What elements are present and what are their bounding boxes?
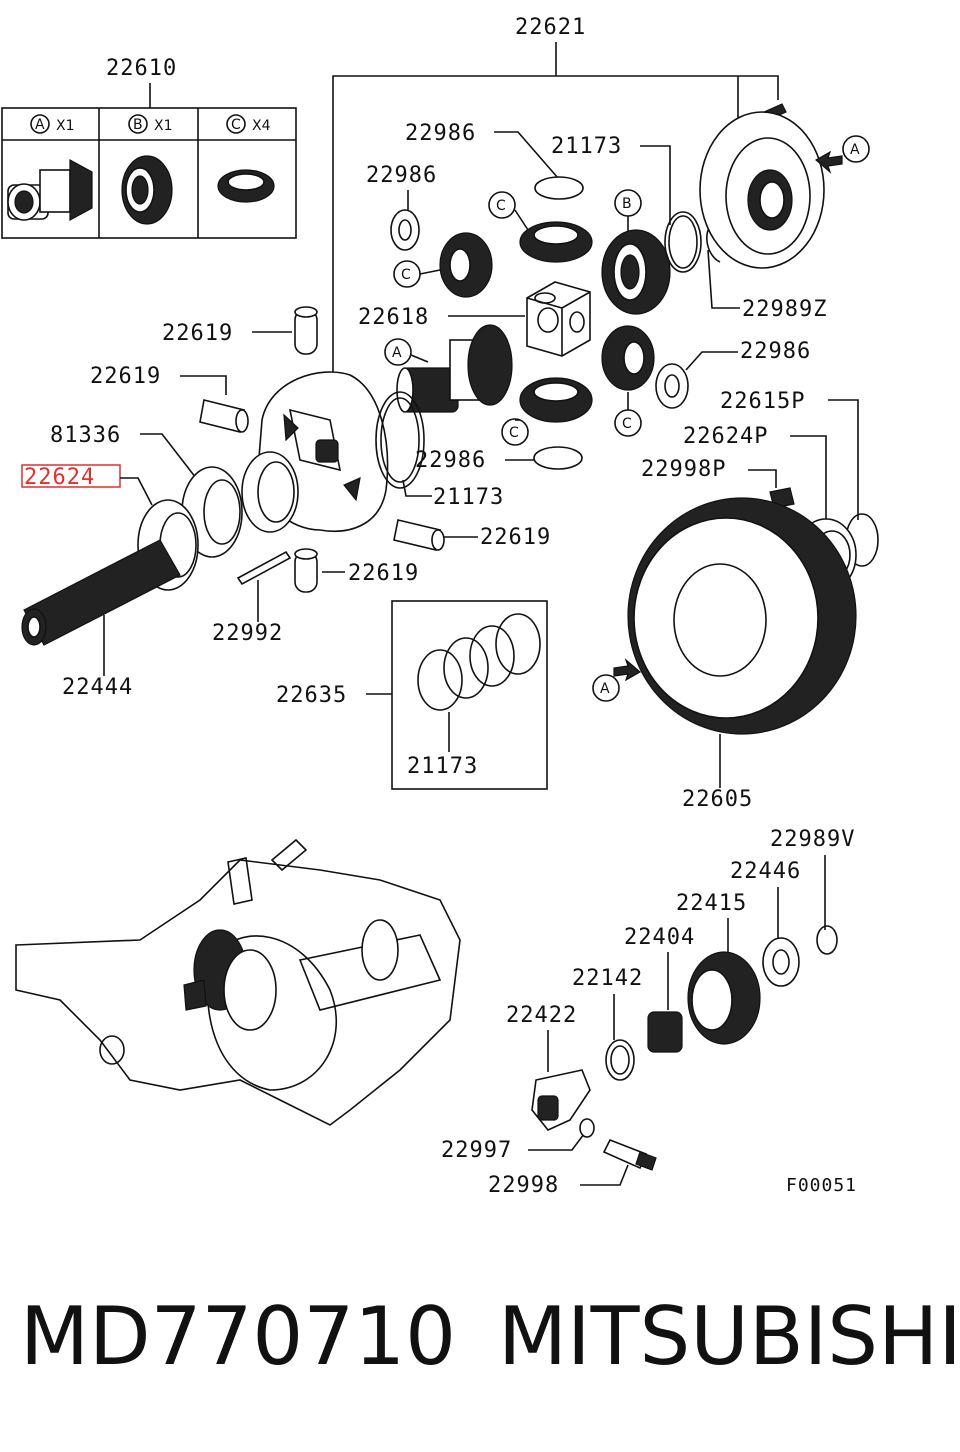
snap-ring-upper bbox=[664, 211, 702, 273]
thrust-washer bbox=[534, 176, 584, 200]
callout-22998[interactable]: 22998 bbox=[488, 1173, 559, 1198]
marker-b-1: B bbox=[622, 196, 632, 212]
kit-pinion-gear-c-icon bbox=[217, 169, 275, 203]
kit-c-qty: X4 bbox=[252, 118, 271, 134]
snap-ring-case bbox=[375, 391, 425, 489]
washer-22446 bbox=[762, 937, 800, 987]
callout-22986-d[interactable]: 22986 bbox=[415, 448, 486, 473]
pin-22992 bbox=[236, 550, 292, 586]
marker-c-1: C bbox=[401, 267, 411, 283]
callout-22444[interactable]: 22444 bbox=[62, 675, 133, 700]
kit-22635: 22635 21173 bbox=[276, 600, 548, 790]
callout-22605[interactable]: 22605 bbox=[682, 787, 753, 812]
kit-b-qty: X1 bbox=[154, 118, 173, 134]
callout-22618[interactable]: 22618 bbox=[358, 305, 429, 330]
marker-a-1: A bbox=[392, 345, 402, 361]
brand-name: MITSUBISHI bbox=[498, 1290, 960, 1383]
washer-right bbox=[655, 363, 689, 409]
marker-a-2: A bbox=[850, 142, 860, 158]
callout-22619-c[interactable]: 22619 bbox=[480, 525, 551, 550]
needle-bearing-22404 bbox=[647, 1011, 683, 1053]
callout-22992[interactable]: 22992 bbox=[212, 621, 283, 646]
callout-22986-b[interactable]: 22986 bbox=[366, 163, 437, 188]
callout-22142[interactable]: 22142 bbox=[572, 966, 643, 991]
callout-22422[interactable]: 22422 bbox=[506, 1003, 577, 1028]
snap-ring-22989V bbox=[816, 925, 838, 955]
kit-a-letter: A bbox=[35, 117, 45, 133]
callout-22615P[interactable]: 22615P bbox=[720, 389, 805, 414]
callout-22621[interactable]: 22621 bbox=[515, 15, 586, 40]
callout-22619-a[interactable]: 22619 bbox=[162, 321, 233, 346]
arrow-a-gear bbox=[613, 658, 642, 682]
differential-cover: A bbox=[699, 103, 870, 269]
kit-side-gear-a-icon bbox=[7, 158, 93, 222]
callout-22610[interactable]: 22610 bbox=[106, 56, 177, 81]
callout-21173-b[interactable]: 21173 bbox=[433, 485, 504, 510]
caption: MD770710 MITSUBISHI bbox=[0, 1290, 960, 1390]
callout-21173-a[interactable]: 21173 bbox=[551, 134, 622, 159]
marker-a-3: A bbox=[600, 681, 610, 697]
callout-22624[interactable]: 22624 bbox=[24, 465, 95, 490]
transaxle-assembly bbox=[15, 838, 461, 1126]
arrow-a-top bbox=[814, 150, 843, 174]
side-gear-a bbox=[467, 324, 513, 406]
marker-c-4: C bbox=[622, 416, 632, 432]
callout-22619-b[interactable]: 22619 bbox=[90, 364, 161, 389]
callout-22986-c[interactable]: 22986 bbox=[740, 339, 811, 364]
callout-81336[interactable]: 81336 bbox=[50, 423, 121, 448]
callout-22989V[interactable]: 22989V bbox=[770, 827, 855, 852]
callout-22986-a[interactable]: 22986 bbox=[405, 121, 476, 146]
highlight-box bbox=[21, 464, 121, 488]
kit-c-letter: C bbox=[231, 117, 241, 133]
callout-22415[interactable]: 22415 bbox=[676, 891, 747, 916]
ring-gear-group: 22615P 22624P 22998P 22605 A bbox=[592, 389, 879, 812]
kit-side-gear-b-icon bbox=[121, 155, 173, 225]
differential-internals: 22986 21173 22986 C C B 22989 bbox=[358, 121, 827, 473]
callout-22619-d[interactable]: 22619 bbox=[348, 561, 419, 586]
callout-22446[interactable]: 22446 bbox=[730, 859, 801, 884]
callout-22404[interactable]: 22404 bbox=[624, 925, 695, 950]
callout-22997[interactable]: 22997 bbox=[441, 1138, 512, 1163]
marker-c-3: C bbox=[509, 425, 519, 441]
idler-gear-group: 22989V 22446 22415 22404 22142 22422 229… bbox=[441, 827, 857, 1198]
thrust-washer-lower bbox=[533, 446, 583, 470]
callout-22624P[interactable]: 22624P bbox=[683, 424, 768, 449]
drive-shaft-22444 bbox=[23, 539, 181, 646]
callout-21173-c[interactable]: 21173 bbox=[407, 754, 478, 779]
differential-case-group: 22619 22619 81336 21173 22624 bbox=[21, 306, 551, 700]
washer-left bbox=[390, 209, 420, 251]
kit-b-letter: B bbox=[133, 117, 143, 133]
callout-22989Z[interactable]: 22989Z bbox=[742, 297, 827, 322]
part-number: MD770710 bbox=[20, 1290, 457, 1383]
marker-c-2: C bbox=[496, 198, 506, 214]
figure-code: F00051 bbox=[786, 1175, 857, 1196]
callout-22998P[interactable]: 22998P bbox=[641, 457, 726, 482]
bolt-22998 bbox=[602, 1138, 648, 1170]
kit-table: 22610 A X1 B X1 C X4 bbox=[1, 56, 297, 239]
kit-a-qty: X1 bbox=[56, 118, 75, 134]
callout-22635[interactable]: 22635 bbox=[276, 683, 347, 708]
washer-22997 bbox=[579, 1118, 595, 1138]
callout-22621-group: 22621 bbox=[332, 15, 779, 375]
